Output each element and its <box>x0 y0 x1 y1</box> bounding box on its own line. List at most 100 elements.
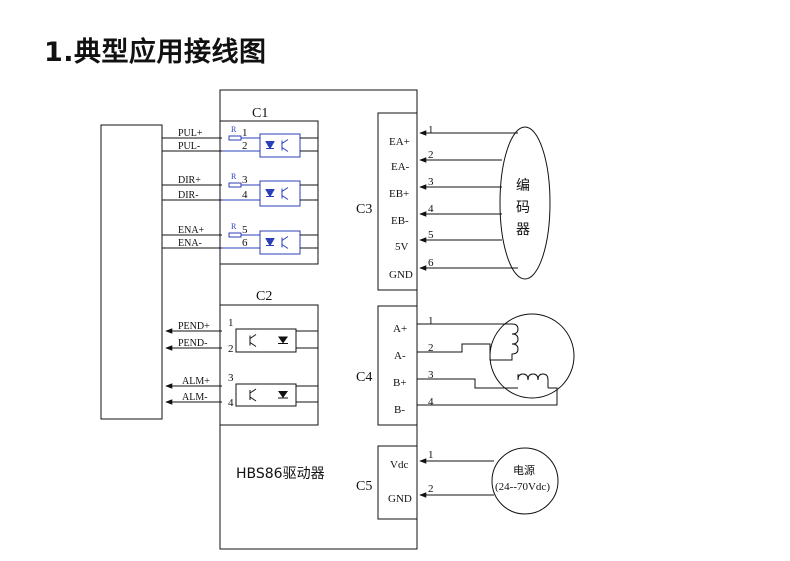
c2-pin-number: 1 <box>228 317 234 329</box>
c4-wire-2 <box>417 343 503 361</box>
c4-pin-number: 1 <box>428 315 434 327</box>
c1-signal-label: DIR+ <box>178 175 201 186</box>
c4-signal-label: B- <box>394 404 405 416</box>
c1-pin-number: 6 <box>242 237 248 249</box>
c2-signal-label: ALM- <box>182 392 208 403</box>
c3-pin-number: 6 <box>428 257 434 269</box>
motor-winding-a <box>503 323 519 361</box>
c3-signal-label: EB+ <box>389 188 409 200</box>
controller-block <box>100 124 163 420</box>
c3-pin-number: 5 <box>428 229 434 241</box>
c5-pin-number: 2 <box>428 483 434 495</box>
resistor-label: R <box>231 172 237 181</box>
c2-signal-label: PEND+ <box>178 321 210 332</box>
c3-signal-label: 5V <box>395 241 409 253</box>
phototransistor-lead <box>281 187 289 192</box>
c2-pin-number: 2 <box>228 343 234 355</box>
c5-label: C5 <box>356 479 372 494</box>
c1-signal-label: ENA+ <box>178 225 205 236</box>
input-optocoupler-1 <box>259 133 301 158</box>
encoder-char-2: 码 <box>516 200 530 216</box>
c3-label: C3 <box>356 202 372 217</box>
c1-signal-label: DIR- <box>178 190 199 201</box>
c1-pin-number: 1 <box>242 127 248 139</box>
led-icon <box>278 336 288 344</box>
encoder-ellipse <box>499 126 551 280</box>
c4-pin-number: 2 <box>428 342 434 354</box>
c2-pin-number: 4 <box>228 397 234 409</box>
c4-pin-number: 3 <box>428 369 434 381</box>
c5-pin-number: 1 <box>428 449 434 461</box>
c1-pin-number: 2 <box>242 140 248 152</box>
c3-signal-label: GND <box>389 269 413 281</box>
motor-circle <box>489 313 575 399</box>
c2-signal-label: ALM+ <box>182 376 210 387</box>
c4-signal-label: A+ <box>393 323 407 335</box>
phototransistor-lead <box>249 388 257 394</box>
led-icon <box>265 238 275 247</box>
c4-wire-4 <box>417 387 558 406</box>
power-range: (24--70Vdc) <box>495 481 550 493</box>
power-circle <box>491 447 559 515</box>
c1-pin-number: 5 <box>242 224 248 236</box>
driver-label: HBS86驱动器 <box>236 466 325 482</box>
encoder-char-1: 编 <box>516 178 530 194</box>
c4-signal-label: B+ <box>393 377 407 389</box>
resistor-label: R <box>231 125 237 134</box>
led-icon <box>265 141 275 150</box>
c3-signal-label: EA- <box>391 161 410 173</box>
motor-winding-b <box>517 373 549 388</box>
phototransistor-lead <box>281 244 289 249</box>
c4-wire-3 <box>417 378 518 389</box>
encoder-char-3: 器 <box>516 222 530 238</box>
resistor-label: R <box>231 222 237 231</box>
output-optocoupler-2 <box>235 383 297 407</box>
c3-pin-number: 1 <box>428 124 434 136</box>
c3-signal-label: EB- <box>391 215 409 227</box>
c1-pin-number: 3 <box>242 174 248 186</box>
c1-label: C1 <box>252 106 268 121</box>
c3-pin-number: 3 <box>428 176 434 188</box>
phototransistor-lead <box>281 195 289 200</box>
c1-signal-label: PUL+ <box>178 128 203 139</box>
input-optocoupler-2 <box>259 180 301 207</box>
c4-signal-label: A- <box>394 350 406 362</box>
input-optocoupler-3 <box>259 230 301 255</box>
resistor-2 <box>228 182 242 188</box>
c4-box <box>377 305 418 426</box>
page-title: 1.典型应用接线图 <box>44 37 267 68</box>
c3-signal-label: EA+ <box>389 136 410 148</box>
c2-pin-number: 3 <box>228 372 234 384</box>
led-icon <box>265 189 275 198</box>
phototransistor-lead <box>281 139 289 144</box>
c4-label: C4 <box>356 370 372 385</box>
c3-pin-number: 2 <box>428 149 434 161</box>
c5-signal-label: GND <box>388 493 412 505</box>
c2-label: C2 <box>256 289 272 304</box>
power-label: 电源 <box>513 463 535 477</box>
output-optocoupler-1 <box>235 328 297 353</box>
c3-pin-number: 4 <box>428 203 434 215</box>
led-icon <box>278 391 288 398</box>
resistor-1 <box>228 135 242 141</box>
c5-signal-label: Vdc <box>390 459 408 471</box>
c4-pin-number: 4 <box>428 396 434 408</box>
resistor-3 <box>228 232 242 238</box>
c2-signal-label: PEND- <box>178 338 207 349</box>
phototransistor-lead <box>281 236 289 241</box>
phototransistor-lead <box>249 334 257 339</box>
c4-group: A+ 1A- 2B+ 3B- 4 <box>393 315 558 416</box>
c1-box <box>219 120 319 265</box>
phototransistor-lead <box>281 147 289 152</box>
c1-signal-label: PUL- <box>178 141 200 152</box>
c1-pin-number: 4 <box>242 189 248 201</box>
c1-signal-label: ENA- <box>178 238 202 249</box>
c5-box <box>377 445 418 520</box>
phototransistor-lead <box>249 396 257 402</box>
phototransistor-lead <box>249 342 257 347</box>
